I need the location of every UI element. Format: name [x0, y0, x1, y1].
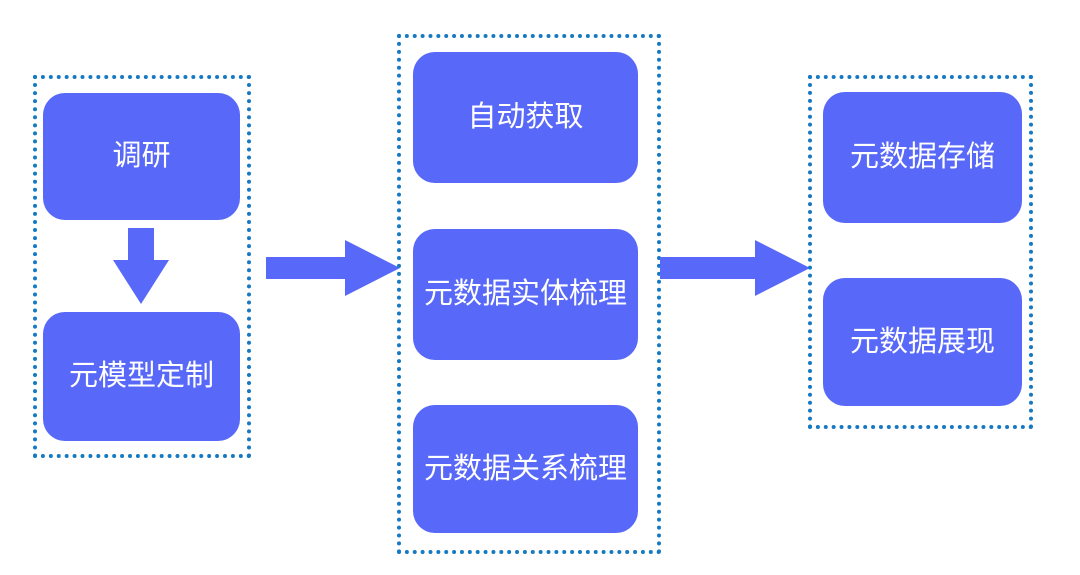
group-metadata-sorting-phase: 自动获取 元数据实体梳理 元数据关系梳理 [397, 34, 661, 554]
box-label: 元数据关系梳理 [423, 452, 627, 485]
group-metadata-output-phase: 元数据存储 元数据展现 [808, 75, 1033, 429]
right-arrow-icon [660, 240, 810, 296]
flow-box-metamodel: 元模型定制 [43, 312, 240, 441]
flow-box-presentation: 元数据展现 [823, 278, 1022, 406]
down-arrow-icon [113, 228, 169, 304]
box-label: 元模型定制 [68, 360, 214, 392]
group-metamodel-phase: 调研 元模型定制 [33, 75, 251, 458]
flow-box-diaoyan: 调研 [43, 93, 240, 220]
box-label: 元数据展现 [849, 325, 995, 358]
right-arrow-icon [266, 240, 400, 296]
box-label: 元数据存储 [849, 141, 995, 173]
box-label: 元数据实体梳理 [423, 278, 627, 310]
flow-box-auto-acquire: 自动获取 [413, 52, 638, 183]
flow-box-entity-sorting: 元数据实体梳理 [413, 229, 638, 360]
flow-box-storage: 元数据存储 [823, 92, 1022, 223]
flow-box-relation-sorting: 元数据关系梳理 [413, 405, 638, 533]
box-label: 自动获取 [467, 101, 584, 133]
box-label: 调研 [112, 140, 171, 172]
